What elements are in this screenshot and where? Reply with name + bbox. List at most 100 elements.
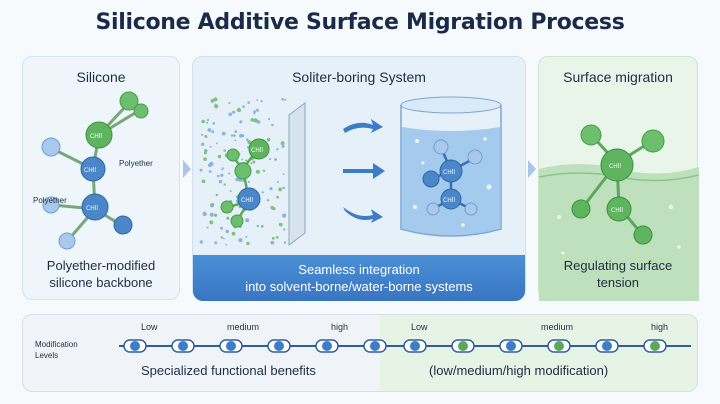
particle bbox=[223, 149, 226, 152]
particle bbox=[255, 169, 260, 174]
particle bbox=[220, 236, 223, 239]
particle bbox=[266, 199, 270, 202]
system-panel: Soliter-boring System CHll CHll bbox=[192, 56, 526, 301]
particle bbox=[282, 186, 285, 190]
beaker-bubbles bbox=[413, 137, 492, 227]
particle bbox=[269, 158, 271, 161]
modification-heading: Modification Levels bbox=[35, 339, 78, 361]
modification-heading-line2: Levels bbox=[35, 351, 59, 360]
migration-caption-line1: Regulating surface bbox=[563, 258, 673, 273]
particle bbox=[246, 146, 250, 149]
mig-node-center bbox=[600, 148, 634, 182]
migration-diagram: CHll CHll bbox=[539, 124, 699, 301]
particle bbox=[269, 187, 273, 191]
silicone-caption-line1: Polyether-modified bbox=[46, 258, 156, 273]
particle bbox=[206, 226, 209, 229]
left-level-low: Low bbox=[141, 322, 158, 332]
particle bbox=[209, 145, 212, 148]
mig-node-a bbox=[580, 124, 602, 146]
node-lightblue-left bbox=[41, 137, 61, 157]
particle bbox=[282, 213, 287, 218]
chain-bead-core bbox=[602, 341, 612, 351]
chevron-right-icon bbox=[528, 160, 536, 178]
particle bbox=[221, 168, 224, 171]
particle bbox=[201, 119, 205, 124]
particle bbox=[253, 112, 256, 115]
particle bbox=[247, 101, 250, 104]
particle bbox=[245, 138, 249, 141]
node-label-c: CHll bbox=[86, 205, 98, 212]
modification-levels-panel: Modification Levels Low medium high Low … bbox=[22, 314, 698, 392]
particle bbox=[226, 216, 230, 220]
particle bbox=[218, 179, 223, 184]
particle bbox=[208, 163, 212, 168]
sys-node-green-e bbox=[230, 214, 244, 228]
particle bbox=[206, 118, 210, 122]
node-lightblue-left-b bbox=[42, 196, 60, 214]
particle bbox=[280, 141, 285, 146]
particle bbox=[247, 140, 252, 145]
migration-bubbles bbox=[557, 204, 681, 255]
node-green-top-a bbox=[119, 91, 139, 111]
silicone-caption-line2: silicone backbone bbox=[49, 275, 153, 290]
particle bbox=[261, 191, 264, 194]
system-caption-bar: Seamless integration into solvent-borne/… bbox=[193, 255, 525, 301]
particle bbox=[245, 235, 248, 238]
left-caption: Specialized functional benefits bbox=[141, 363, 316, 378]
chain-bead-core bbox=[458, 341, 468, 351]
particle bbox=[228, 102, 231, 104]
particle bbox=[199, 240, 203, 244]
chain-bead-core bbox=[130, 341, 140, 351]
particle bbox=[241, 158, 243, 161]
particle bbox=[231, 231, 236, 236]
right-caption: (low/medium/high modification) bbox=[429, 363, 609, 378]
chevron-right-icon bbox=[183, 160, 191, 178]
sys-node-green-d bbox=[220, 200, 234, 214]
system-diagram: CHll CHll CHll CHll bbox=[199, 96, 502, 246]
sys-node-green-a bbox=[248, 138, 270, 160]
particle bbox=[242, 179, 245, 182]
modification-green-zone bbox=[380, 315, 697, 391]
particle bbox=[216, 142, 218, 145]
particle bbox=[214, 213, 218, 217]
particle bbox=[284, 98, 287, 101]
mig-node-c bbox=[571, 199, 591, 219]
polyether-label-a: Polyether bbox=[119, 159, 153, 168]
particle bbox=[234, 130, 238, 133]
node-blue-bottom bbox=[81, 193, 109, 221]
node-green-center bbox=[85, 121, 113, 149]
particle bbox=[225, 243, 228, 246]
particle bbox=[214, 241, 218, 245]
node-label-b: CHll bbox=[84, 167, 96, 174]
sys-node-label-a: CHll bbox=[251, 147, 263, 154]
system-panel-title: Soliter-boring System bbox=[292, 69, 426, 85]
particle bbox=[271, 236, 275, 240]
particle bbox=[262, 169, 266, 172]
particle bbox=[220, 173, 224, 177]
chain-bead-core bbox=[274, 341, 284, 351]
particle bbox=[242, 105, 245, 108]
node-label-a: CHll bbox=[90, 133, 102, 140]
beaker-node-c bbox=[422, 170, 440, 188]
particle bbox=[204, 135, 208, 138]
system-caption-line2: into solvent-borne/water-borne systems bbox=[245, 279, 473, 294]
mig-node-d bbox=[606, 196, 632, 222]
membrane-sheet bbox=[288, 102, 306, 246]
particle bbox=[220, 226, 223, 230]
right-level-medium: medium bbox=[541, 322, 574, 332]
sys-node-blue-a bbox=[237, 187, 261, 211]
particle bbox=[253, 118, 258, 123]
particle bbox=[208, 170, 212, 173]
sys-node-green-c bbox=[234, 162, 252, 180]
particle bbox=[276, 195, 279, 199]
beaker-node-label-b: CHll bbox=[443, 197, 455, 204]
node-green-top-b bbox=[133, 103, 149, 119]
particle bbox=[252, 160, 256, 164]
particle bbox=[215, 193, 218, 197]
particle bbox=[230, 134, 234, 137]
beaker-rim bbox=[400, 96, 502, 114]
particle bbox=[250, 162, 253, 165]
particle bbox=[201, 133, 204, 136]
chain-bead-core bbox=[322, 341, 332, 351]
particle bbox=[270, 240, 275, 245]
